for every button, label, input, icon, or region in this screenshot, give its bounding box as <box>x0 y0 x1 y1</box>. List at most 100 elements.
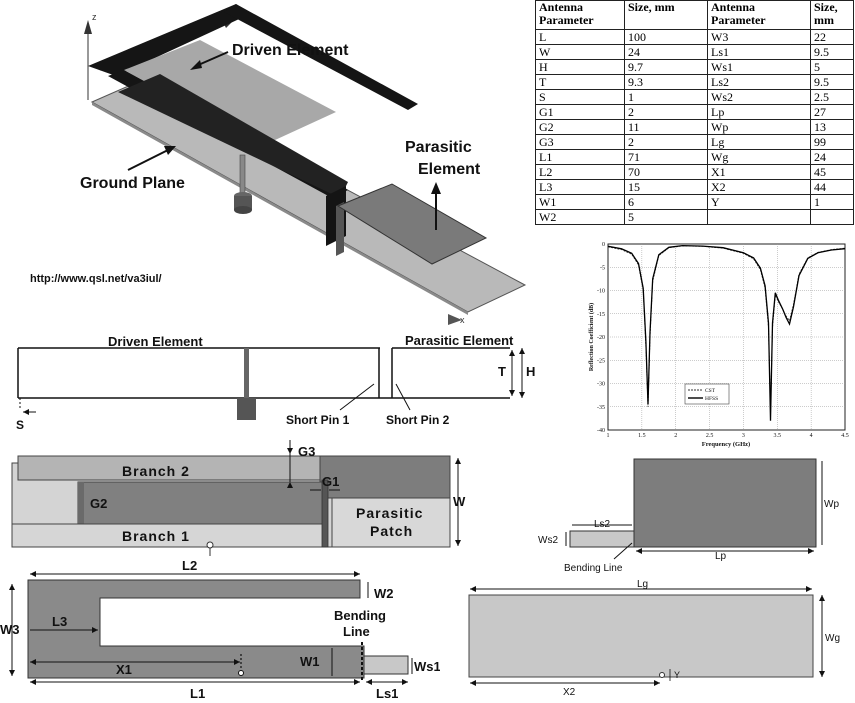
unf-dim-l1-right <box>354 679 360 685</box>
table-cell: 9.5 <box>810 74 854 90</box>
side-feed-connector <box>237 398 256 420</box>
top-view: Branch 2 Branch 1 Parasitic Patch G2 G3 … <box>11 440 466 556</box>
table-cell: G1 <box>535 104 625 120</box>
table-cell: Lg <box>707 134 811 150</box>
table-cell: G2 <box>535 119 625 135</box>
unf-feed-point <box>238 670 244 676</box>
side-feed-probe <box>244 348 249 398</box>
chart-grid <box>608 244 845 430</box>
side-label-parasitic: Parasitic Element <box>405 333 514 348</box>
side-label-driven: Driven Element <box>108 334 203 349</box>
unf-label-w1: W1 <box>300 654 320 669</box>
table-cell: 11 <box>624 119 708 135</box>
feed-probe <box>239 154 246 196</box>
axis-z-arrow <box>84 20 92 34</box>
gp-label-y: Y <box>674 670 680 680</box>
top-gap-g2 <box>78 482 84 524</box>
table-cell: 1 <box>624 89 708 105</box>
legend-label-cst: CST <box>705 388 716 394</box>
unf-dim-l2-right <box>354 571 360 577</box>
gp-label-x2: X2 <box>563 687 576 698</box>
unf-dim-l3-right <box>92 627 98 633</box>
chart-legend <box>684 383 730 405</box>
iso-arrowhead-driven <box>190 60 202 70</box>
iso-arrowhead-ground <box>164 146 176 155</box>
parameter-table: Antenna Parameter Size, mm Antenna Param… <box>535 0 854 225</box>
table-cell: 45 <box>810 164 854 180</box>
top-label-g1: G1 <box>322 474 339 489</box>
patch-label-ls2: Ls2 <box>594 519 611 530</box>
gp-dim-lg-right <box>806 586 812 592</box>
table-cell: W2 <box>535 209 625 225</box>
patch-label-lp: Lp <box>715 551 727 562</box>
iso-arrow-driven <box>195 51 229 67</box>
table-cell: L1 <box>535 149 625 165</box>
table-cell: Lp <box>707 104 811 120</box>
table-cell: 100 <box>624 29 708 45</box>
unfolded-view: L2 Bending Line W2 W3 L3 X1 W1 Ws1 L1 Ls… <box>0 558 440 701</box>
top-parasitic-patch <box>331 497 451 548</box>
side-view: Driven Element Parasitic Element T H S S… <box>16 333 535 430</box>
iso-label-parasitic-2: Element <box>418 161 481 178</box>
table-cell <box>810 209 854 225</box>
table-cell: 24 <box>624 44 708 60</box>
iso-label-driven: Driven Element <box>232 42 349 59</box>
unf-dim-l1-left <box>30 679 36 685</box>
chart-ytick-label: -5 <box>600 265 605 271</box>
unf-label-x1: X1 <box>116 662 132 677</box>
side-label-t: T <box>498 364 506 379</box>
table-cell: 5 <box>810 59 854 75</box>
unf-dim-w3-down <box>9 670 15 676</box>
top-label-parasitic-2: Patch <box>370 523 413 539</box>
patch-view: Wp Lp Ls2 Ws2 Bending Line <box>538 458 839 574</box>
chart-lines <box>607 244 846 421</box>
top-label-w: W <box>453 494 466 509</box>
top-branch1-dark <box>77 481 325 525</box>
chart-series-hfss <box>607 244 846 421</box>
patch-label-ws2: Ws2 <box>538 535 558 546</box>
gp-dim-x2-right <box>654 680 660 686</box>
table-cell: 71 <box>624 149 708 165</box>
axis-x-label: x <box>460 315 465 325</box>
table-cell: X2 <box>707 179 811 195</box>
top-dim-g3-arrow-top <box>287 448 293 454</box>
table-cell: Ls2 <box>707 74 811 90</box>
gp-dim-wg-up <box>819 595 825 601</box>
table-cell: Y <box>707 194 811 210</box>
unf-dim-x1-right <box>234 659 240 665</box>
table-cell: W <box>535 44 625 60</box>
patch-label-wp: Wp <box>824 499 839 510</box>
side-label-pin2: Short Pin 2 <box>386 413 450 427</box>
table-cell: 2.5 <box>810 89 854 105</box>
table-cell: 22 <box>810 29 854 45</box>
iso-label-ground: Ground Plane <box>80 175 185 192</box>
table-cell: Wg <box>707 149 811 165</box>
gp-feed-point <box>659 672 665 678</box>
iso-arrow-ground <box>127 149 169 171</box>
chart-xtick-label: 1 <box>607 433 610 439</box>
gp-body <box>468 594 814 678</box>
top-label-parasitic-1: Parasitic <box>356 505 423 521</box>
table-cell: 9.7 <box>624 59 708 75</box>
chart-ytick-label: 0 <box>602 242 605 248</box>
side-label-pin1: Short Pin 1 <box>286 413 350 427</box>
gp-dim-lg-left <box>470 586 476 592</box>
side-pin1-leader <box>339 383 375 411</box>
table-cell: 44 <box>810 179 854 195</box>
axis-x-arrow <box>448 314 462 325</box>
axis-z-label: z <box>92 12 97 22</box>
top-dim-w-down <box>455 540 461 546</box>
table-cell: S <box>535 89 625 105</box>
patch-bending-leader <box>613 542 633 560</box>
side-dim-s-arrow <box>23 409 29 415</box>
